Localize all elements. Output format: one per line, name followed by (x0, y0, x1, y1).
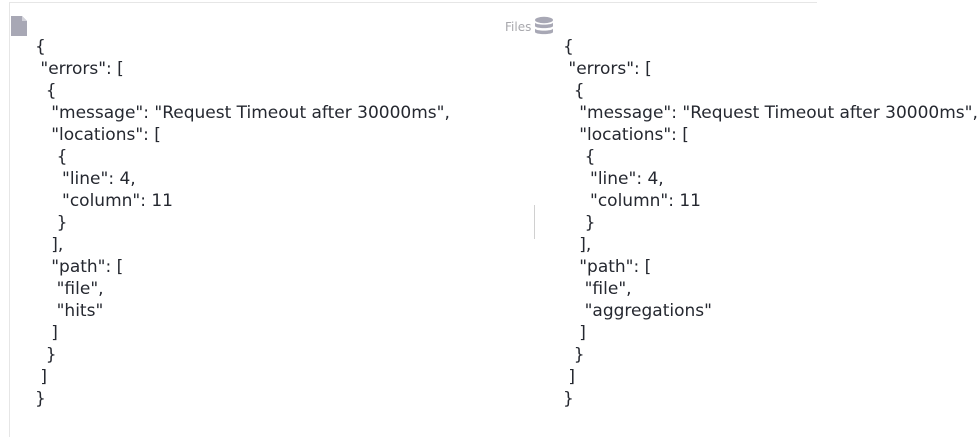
json-compare-view: Files { "errors": [ { "message": "Reques… (9, 2, 978, 437)
left-json-pane[interactable]: { "errors": [ { "message": "Request Time… (35, 37, 450, 409)
pane-divider[interactable] (534, 205, 535, 239)
database-icon[interactable] (534, 16, 554, 38)
right-json-pane[interactable]: { "errors": [ { "message": "Request Time… (563, 37, 978, 409)
frame-left-border (9, 2, 10, 437)
files-label[interactable]: Files (505, 20, 532, 34)
document-icon[interactable] (11, 16, 27, 36)
frame-top-border (10, 2, 817, 3)
